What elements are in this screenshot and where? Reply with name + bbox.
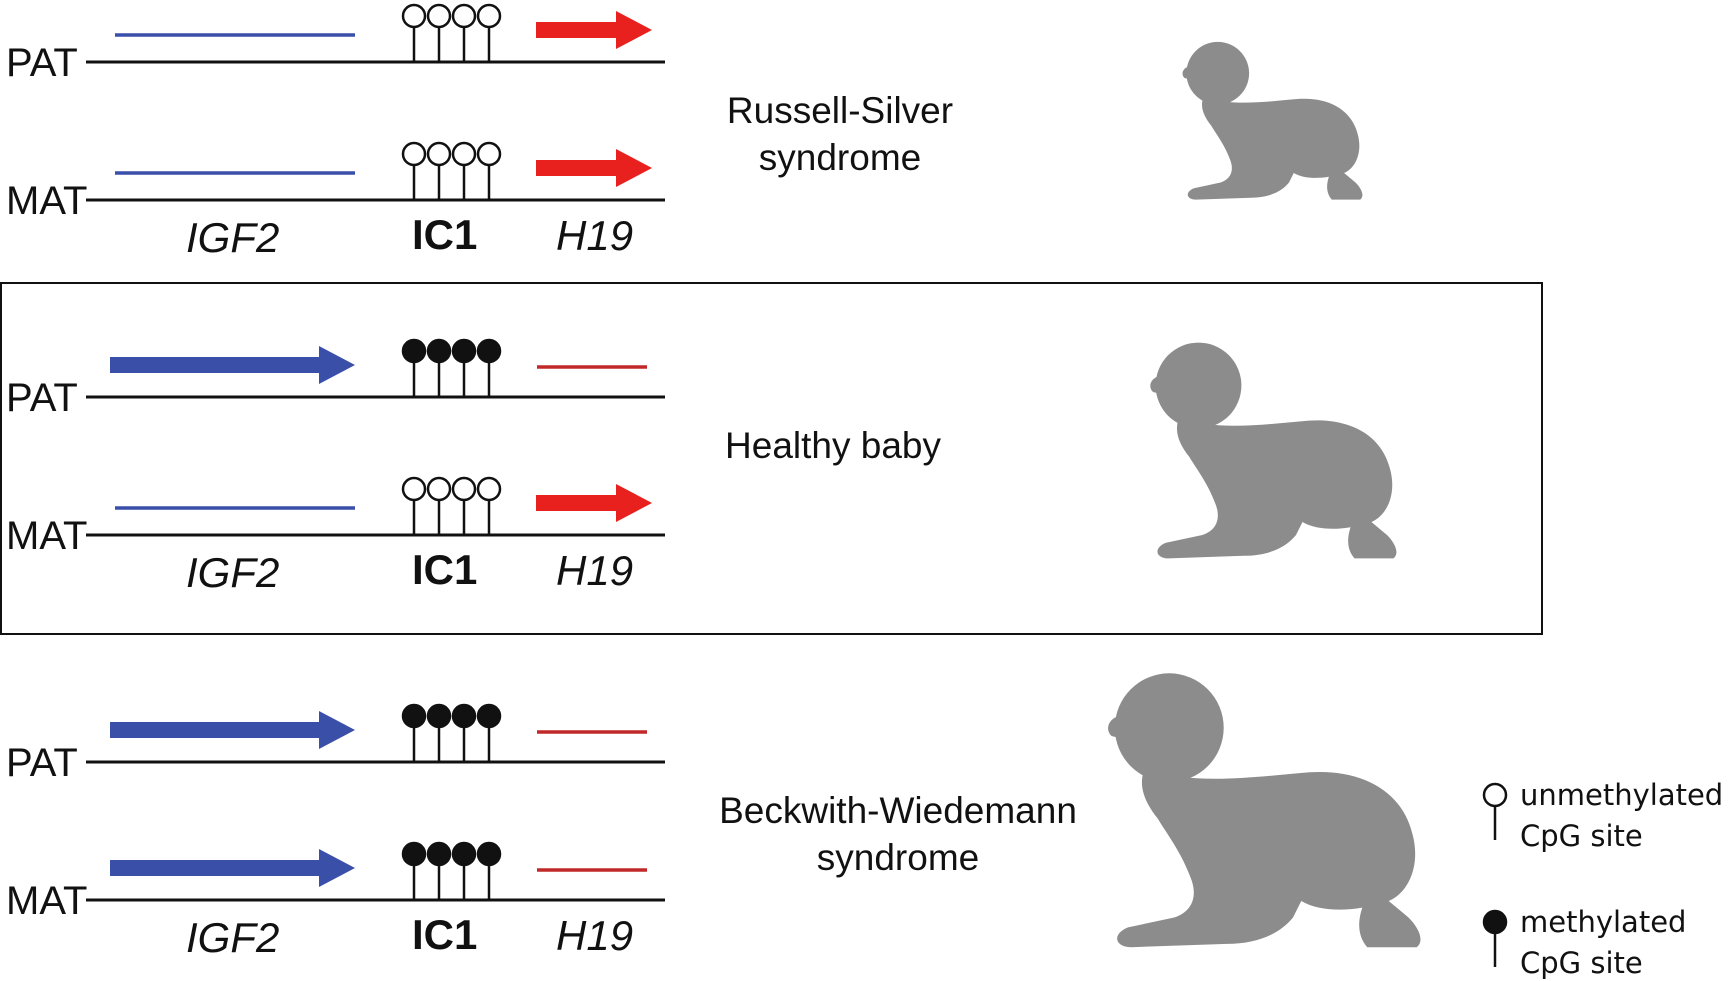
unmethylated-cpg-icon bbox=[451, 141, 477, 167]
allele-label: PAT bbox=[6, 41, 78, 85]
h19-arrow-head bbox=[616, 11, 652, 49]
condition-label: syndrome bbox=[759, 137, 921, 178]
allele-mat: MAT bbox=[6, 476, 665, 558]
legend-methylated-line2: CpG site bbox=[1520, 946, 1643, 980]
gene-label-ic1: IC1 bbox=[412, 546, 477, 593]
methylated-cpg-icon bbox=[426, 338, 452, 364]
gene-label-h19: H19 bbox=[556, 912, 633, 959]
gene-label-ic1: IC1 bbox=[412, 211, 477, 258]
allele-mat: MAT bbox=[6, 841, 665, 923]
h19-arrow-shaft bbox=[536, 495, 616, 511]
methylated-cpg-icon bbox=[451, 338, 477, 364]
methylated-cpg-icon bbox=[476, 841, 502, 867]
methylated-cpg-icon bbox=[476, 703, 502, 729]
igf2-arrow-shaft bbox=[110, 722, 319, 738]
condition-label: Russell-Silver bbox=[727, 90, 953, 131]
allele-label: PAT bbox=[6, 376, 78, 420]
legend: unmethylated CpG site methylated CpG sit… bbox=[1482, 778, 1723, 980]
condition-label: Healthy baby bbox=[725, 425, 941, 466]
unmethylated-cpg-icon bbox=[476, 3, 502, 29]
legend-unmethylated: unmethylated CpG site bbox=[1482, 778, 1723, 853]
gene-label-ic1: IC1 bbox=[412, 911, 477, 958]
gene-label-h19: H19 bbox=[556, 547, 633, 594]
methylated-cpg-icon bbox=[451, 703, 477, 729]
methylated-cpg-icon bbox=[476, 338, 502, 364]
unmethylated-cpg-icon bbox=[401, 141, 427, 167]
panel-1: PAT MAT IGF2 IC1 H19 Russell-Silver syndrome bbox=[6, 3, 1363, 261]
h19-arrow-shaft bbox=[536, 160, 616, 176]
allele-label: MAT bbox=[6, 514, 87, 558]
baby-silhouette-icon bbox=[1182, 41, 1363, 200]
baby-silhouette-icon bbox=[1150, 342, 1397, 559]
panel-3: PAT MAT IGF2 IC1 H19 Beckwith-Wiedemann syndro… bbox=[6, 673, 1421, 961]
gene-label-igf2: IGF2 bbox=[186, 914, 279, 961]
unmethylated-cpg-icon bbox=[1482, 782, 1508, 808]
h19-arrow-head bbox=[616, 484, 652, 522]
igf2-arrow-head bbox=[319, 346, 355, 384]
condition-label: Beckwith-Wiedemann bbox=[719, 790, 1077, 831]
legend-unmethylated-line2: CpG site bbox=[1520, 819, 1643, 853]
unmethylated-cpg-icon bbox=[426, 3, 452, 29]
methylated-cpg-icon bbox=[401, 338, 427, 364]
gene-label-h19: H19 bbox=[556, 212, 633, 259]
igf2-arrow-shaft bbox=[110, 860, 319, 876]
legend-methylated-line1: methylated bbox=[1520, 905, 1686, 939]
allele-label: MAT bbox=[6, 879, 87, 923]
unmethylated-cpg-icon bbox=[401, 3, 427, 29]
h19-arrow-shaft bbox=[536, 22, 616, 38]
unmethylated-cpg-icon bbox=[426, 476, 452, 502]
unmethylated-cpg-icon bbox=[476, 476, 502, 502]
igf2-arrow-head bbox=[319, 711, 355, 749]
methylated-cpg-icon bbox=[426, 703, 452, 729]
allele-pat: PAT bbox=[6, 703, 665, 785]
unmethylated-cpg-icon bbox=[426, 141, 452, 167]
panel-2: PAT MAT IGF2 IC1 H19 Healthy baby bbox=[6, 338, 1397, 596]
unmethylated-cpg-icon bbox=[451, 3, 477, 29]
gene-label-igf2: IGF2 bbox=[186, 549, 279, 596]
h19-arrow-head bbox=[616, 149, 652, 187]
unmethylated-cpg-icon bbox=[451, 476, 477, 502]
methylated-cpg-icon bbox=[426, 841, 452, 867]
methylated-cpg-icon bbox=[1482, 909, 1508, 935]
methylated-cpg-icon bbox=[401, 841, 427, 867]
legend-methylated: methylated CpG site bbox=[1482, 905, 1686, 980]
methylated-cpg-icon bbox=[401, 703, 427, 729]
unmethylated-cpg-icon bbox=[476, 141, 502, 167]
methylated-cpg-icon bbox=[451, 841, 477, 867]
healthy-panel-box bbox=[0, 282, 1543, 635]
igf2-arrow-shaft bbox=[110, 357, 319, 373]
allele-mat: MAT bbox=[6, 141, 665, 223]
unmethylated-cpg-icon bbox=[401, 476, 427, 502]
gene-label-igf2: IGF2 bbox=[186, 214, 279, 261]
allele-pat: PAT bbox=[6, 3, 665, 85]
baby-silhouette-icon bbox=[1108, 673, 1421, 948]
allele-pat: PAT bbox=[6, 338, 665, 420]
igf2-arrow-head bbox=[319, 849, 355, 887]
condition-label: syndrome bbox=[817, 837, 979, 878]
allele-label: PAT bbox=[6, 741, 78, 785]
allele-label: MAT bbox=[6, 179, 87, 223]
legend-unmethylated-line1: unmethylated bbox=[1520, 778, 1723, 812]
